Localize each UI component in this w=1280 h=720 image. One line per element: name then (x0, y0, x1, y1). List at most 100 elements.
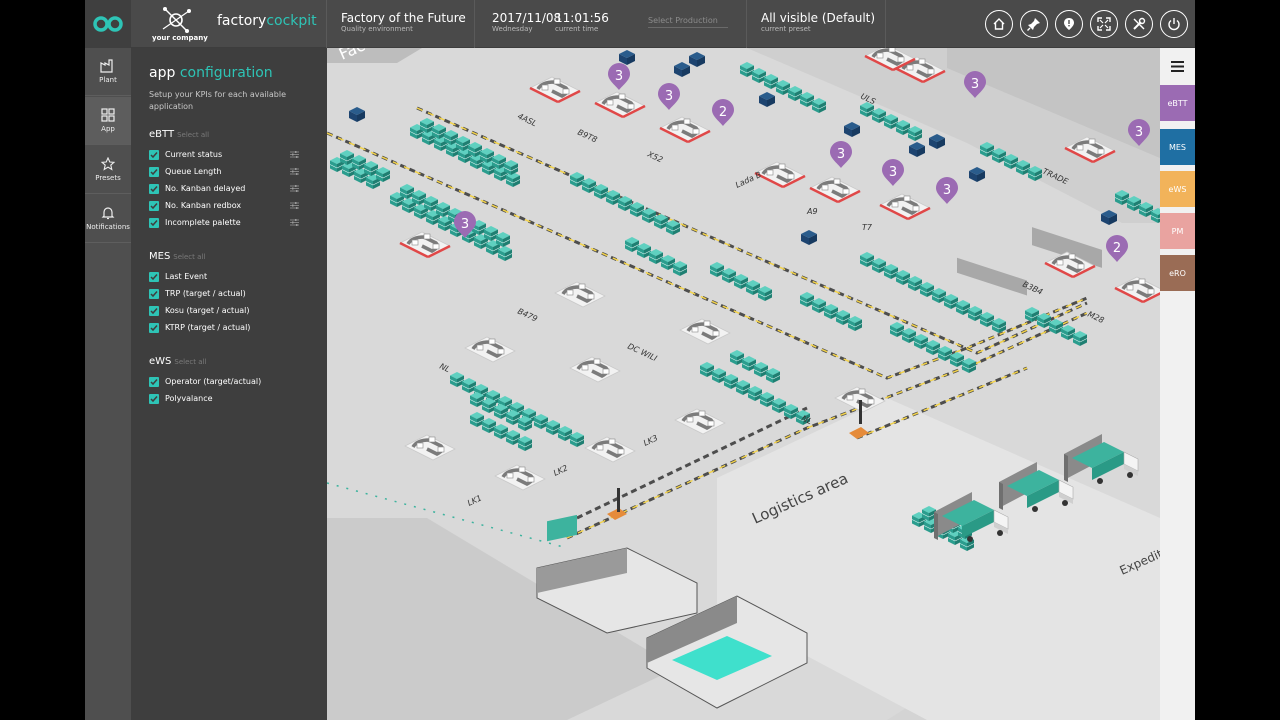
alert-button[interactable] (1055, 10, 1083, 38)
factory-title: Factory of the Future (341, 11, 466, 25)
tools-icon (1133, 17, 1146, 30)
tab-ero[interactable]: eRO (1160, 255, 1195, 291)
svg-text:3: 3 (837, 147, 845, 162)
power-button[interactable] (1160, 10, 1188, 38)
option-row[interactable]: No. Kanban delayed (149, 180, 327, 197)
option-label: Queue Length (165, 167, 222, 176)
checkbox-checked[interactable] (149, 288, 159, 299)
option-label: KTRP (target / actual) (165, 323, 251, 332)
checkbox-checked[interactable] (149, 376, 159, 387)
kpi-badge[interactable]: 3 (830, 141, 852, 168)
option-row[interactable]: No. Kanban redbox (149, 197, 327, 214)
kpi-badge[interactable]: 3 (964, 71, 986, 98)
kpi-badge[interactable]: 3 (1128, 119, 1150, 146)
settings-sliders-icon[interactable] (290, 184, 299, 193)
panel-title: app configuration (149, 65, 327, 81)
option-row[interactable]: Kosu (target / actual) (149, 302, 327, 319)
option-row[interactable]: Last Event (149, 268, 327, 285)
nav-app[interactable]: App (85, 97, 131, 145)
option-label: Polyvalance (165, 394, 213, 403)
preset-selector[interactable]: All visible (Default) current preset (746, 0, 886, 48)
kpi-badge[interactable]: 2 (1106, 235, 1128, 262)
checkbox-checked[interactable] (149, 149, 159, 160)
preset-label: current preset (761, 25, 811, 33)
map-canvas: 3 3 2 3 3 3 3 3 3 2 2 Factory 4ASL B9T8 … (327, 48, 1160, 720)
settings-sliders-icon[interactable] (290, 167, 299, 176)
tab-ebtt[interactable]: eBTT (1160, 85, 1195, 121)
fullscreen-icon (1097, 17, 1111, 31)
kpi-badge[interactable]: 3 (936, 177, 958, 204)
power-icon (1168, 18, 1180, 31)
option-row[interactable]: Incomplete palette (149, 214, 327, 231)
kpi-badge[interactable]: 3 (608, 63, 630, 90)
checkbox-checked[interactable] (149, 200, 159, 211)
option-label: Operator (target/actual) (165, 377, 262, 386)
home-button[interactable] (985, 10, 1013, 38)
top-bar: your company factorycockpit Factory of t… (85, 0, 1195, 48)
nav-app-label: App (101, 125, 115, 133)
select-all-link[interactable]: Select all (174, 358, 207, 366)
checkbox-checked[interactable] (149, 393, 159, 404)
pin-button[interactable] (1020, 10, 1048, 38)
nav-plant[interactable]: Plant (85, 48, 131, 96)
kpi-badge[interactable]: 3 (658, 83, 680, 110)
option-row[interactable]: Polyvalance (149, 390, 327, 407)
tab-label: PM (1171, 226, 1184, 236)
checkbox-checked[interactable] (149, 271, 159, 282)
settings-sliders-icon[interactable] (290, 150, 299, 159)
tab-label: eBTT (1167, 98, 1188, 108)
line-label: A9 (806, 207, 818, 216)
option-label: No. Kanban delayed (165, 184, 246, 193)
menu-button[interactable] (1160, 48, 1195, 84)
checkbox-checked[interactable] (149, 322, 159, 333)
weekday-value: Wednesday (492, 25, 533, 33)
tab-pm[interactable]: PM (1160, 213, 1195, 249)
settings-sliders-icon[interactable] (290, 218, 299, 227)
infinity-logo-icon (93, 16, 123, 32)
option-row[interactable]: Operator (target/actual) (149, 373, 327, 390)
select-all-link[interactable]: Select all (177, 131, 210, 139)
option-row[interactable]: Current status (149, 146, 327, 163)
tools-button[interactable] (1125, 10, 1153, 38)
logo-tile[interactable] (85, 0, 131, 48)
svg-text:3: 3 (971, 77, 979, 92)
panel-title-plain: app (149, 65, 180, 81)
panel-title-accent: configuration (179, 65, 273, 81)
production-placeholder: Select Production (648, 16, 728, 28)
tab-mes[interactable]: MES (1160, 129, 1195, 165)
office-rooms (536, 514, 808, 709)
kpi-badge[interactable]: 3 (454, 211, 476, 238)
svg-text:2: 2 (1113, 241, 1121, 256)
nav-presets-label: Presets (95, 174, 121, 182)
tab-ews[interactable]: eWS (1160, 171, 1195, 207)
option-label: Kosu (target / actual) (165, 306, 250, 315)
home-icon (993, 18, 1005, 30)
checkbox-checked[interactable] (149, 217, 159, 228)
select-all-link[interactable]: Select all (173, 253, 206, 261)
panel-description: Setup your KPIs for each available appli… (149, 90, 286, 111)
app-window: your company factorycockpit Factory of t… (85, 0, 1195, 720)
factory-icon (100, 59, 113, 73)
option-row[interactable]: KTRP (target / actual) (149, 319, 327, 336)
tab-label: eRO (1169, 268, 1186, 278)
kpi-badge[interactable]: 2 (712, 99, 734, 126)
option-row[interactable]: TRP (target / actual) (149, 285, 327, 302)
product-name: factorycockpit (217, 13, 317, 29)
nav-notifications[interactable]: Notifications (85, 195, 131, 243)
option-row[interactable]: Queue Length (149, 163, 327, 180)
pin-icon (1027, 18, 1040, 31)
production-select[interactable]: Select Production (648, 0, 728, 48)
factory-map[interactable]: 3 3 2 3 3 3 3 3 3 2 2 Factory 4ASL B9T8 … (327, 48, 1160, 720)
settings-sliders-icon[interactable] (290, 201, 299, 210)
checkbox-checked[interactable] (149, 305, 159, 316)
fullscreen-button[interactable] (1090, 10, 1118, 38)
checkbox-checked[interactable] (149, 183, 159, 194)
kpi-badge[interactable]: 3 (882, 159, 904, 186)
option-label: Incomplete palette (165, 218, 241, 227)
nav-rail: Plant App Presets Notifications (85, 48, 131, 720)
time-label: current time (555, 25, 599, 33)
checkbox-checked[interactable] (149, 166, 159, 177)
factory-selector[interactable]: Factory of the Future Quality environmen… (327, 0, 475, 48)
nav-presets[interactable]: Presets (85, 146, 131, 194)
